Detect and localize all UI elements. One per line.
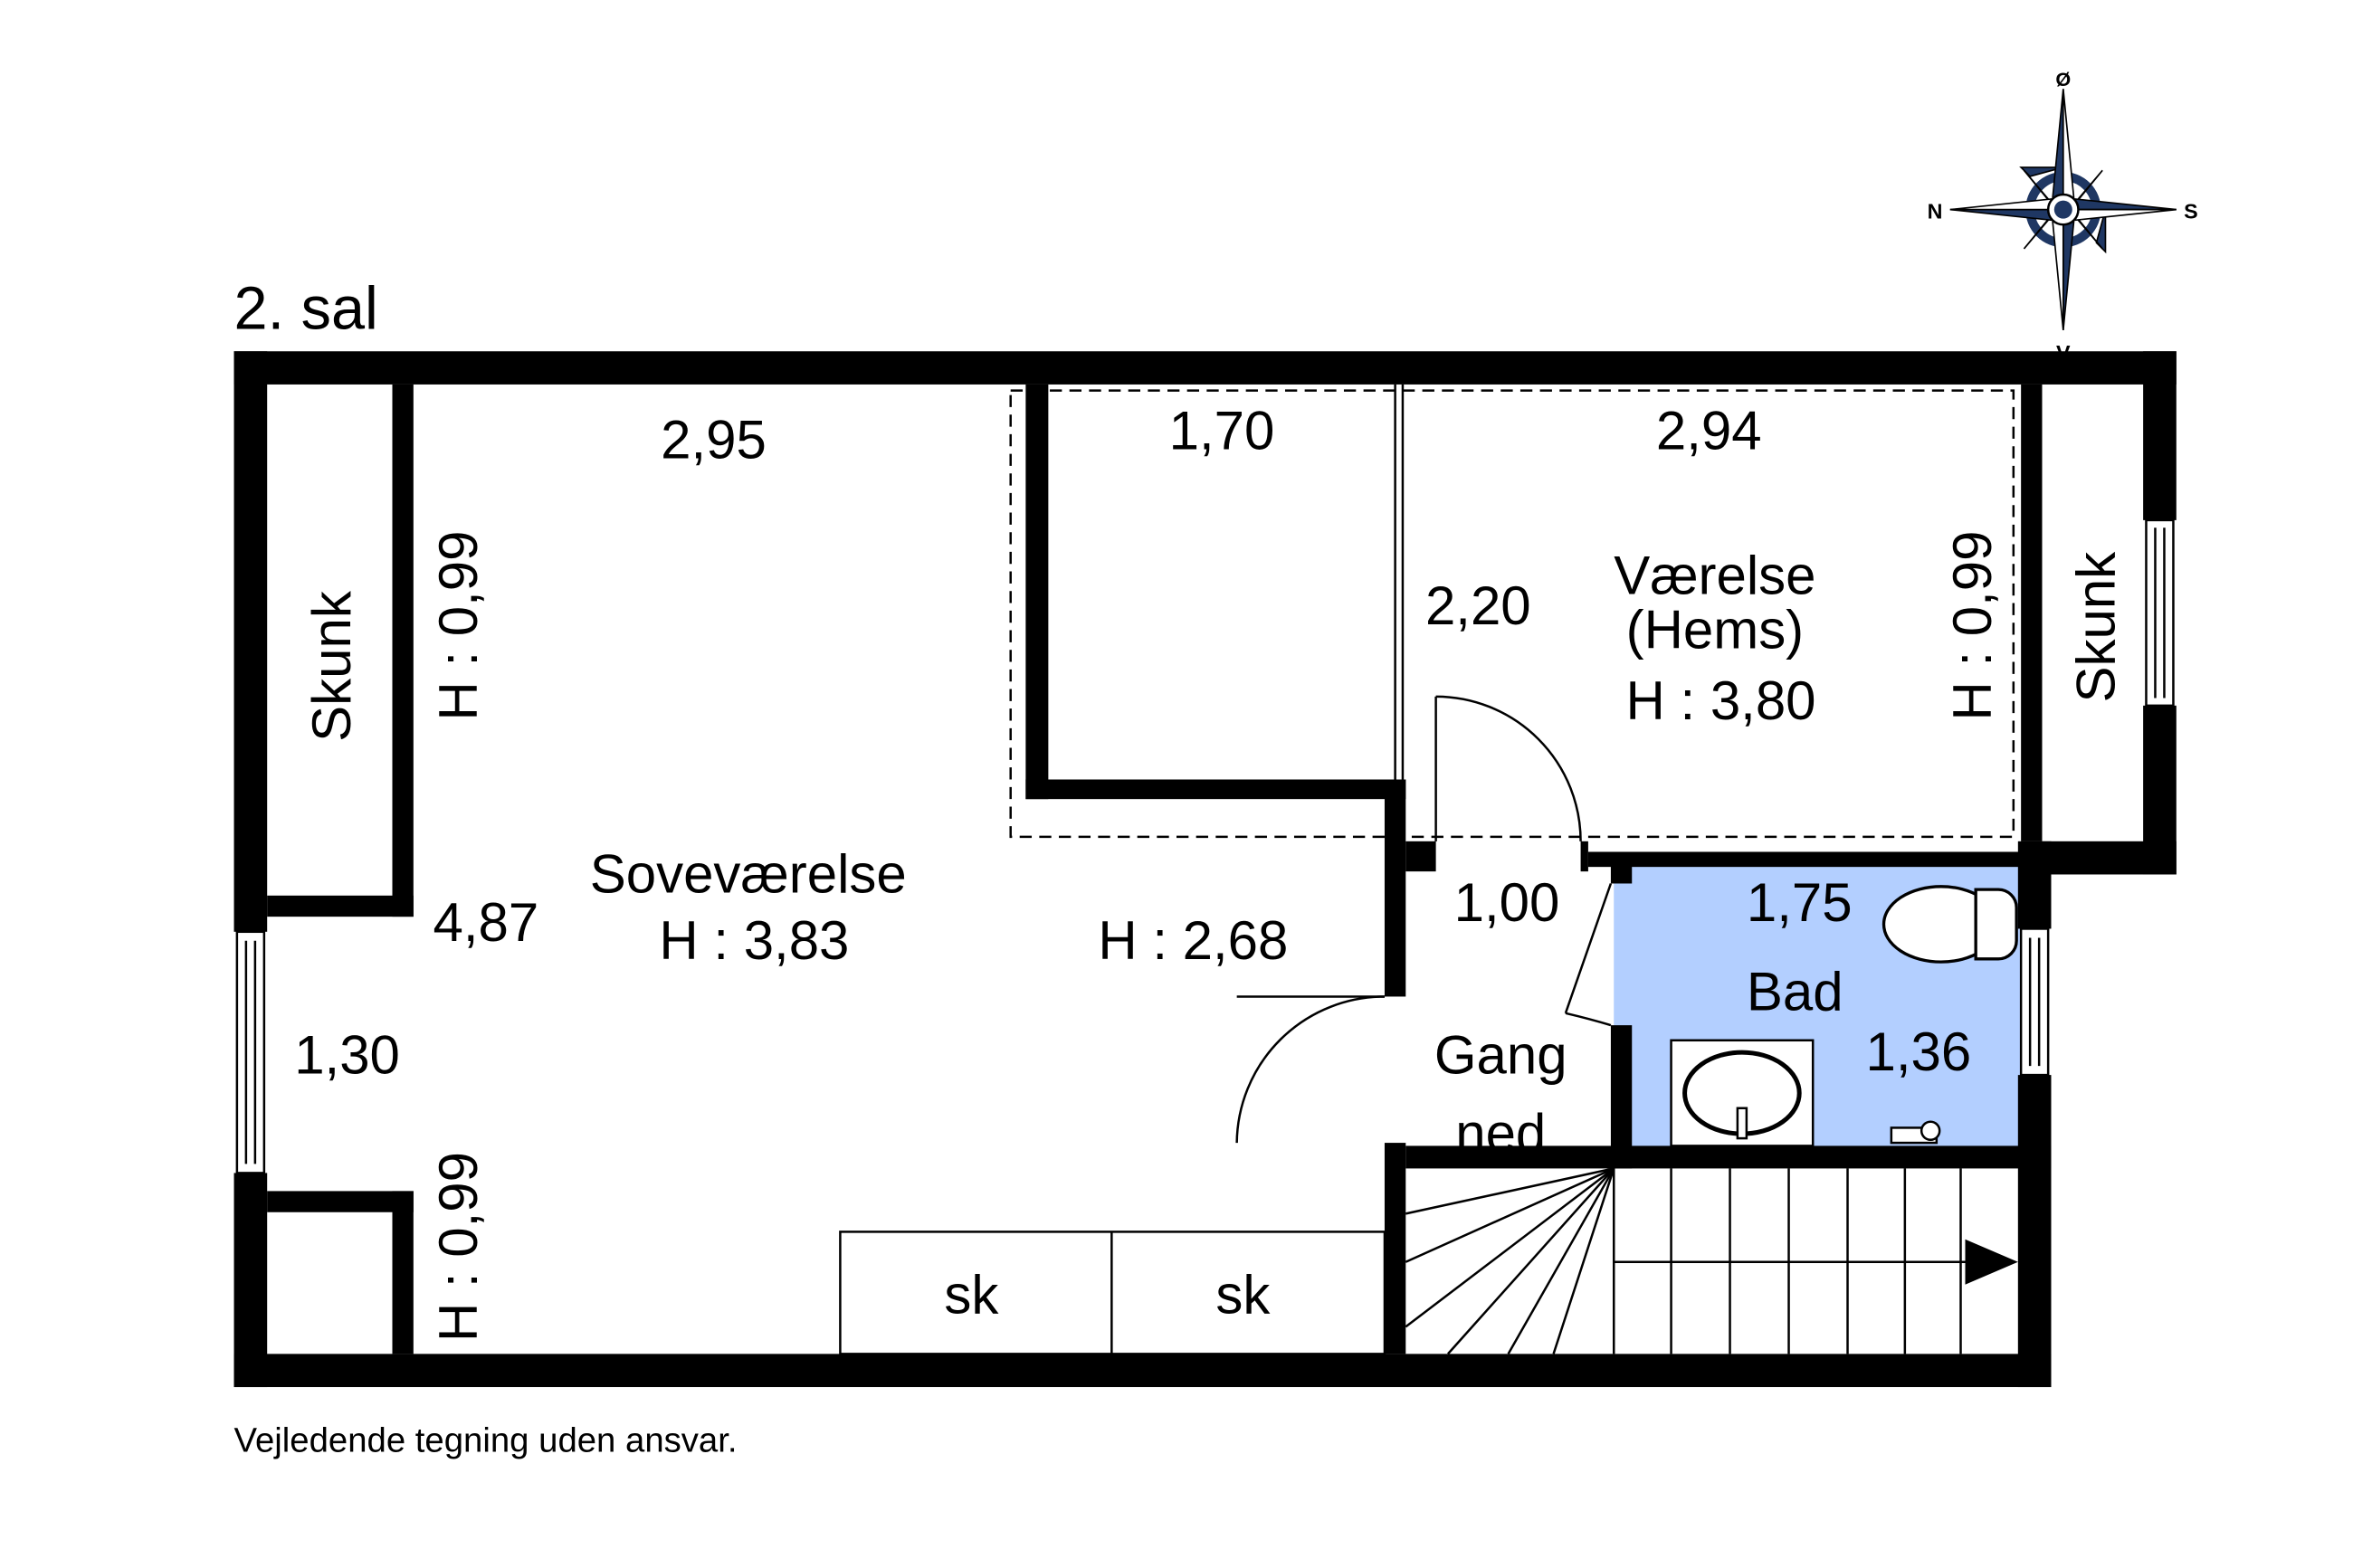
bedroom-sloped-height-bottom: H : 0,99 xyxy=(428,1152,489,1342)
bedroom-length: 4,87 xyxy=(433,892,538,953)
window-bath xyxy=(2019,927,2050,1077)
hems-height: H : 3,80 xyxy=(1626,670,1816,731)
hall-name-1: Gang xyxy=(1434,1024,1567,1085)
skunk-left-label: Skunk xyxy=(301,590,362,742)
bedroom-height: H : 3,83 xyxy=(659,910,849,971)
bath-depth: 1,36 xyxy=(1866,1022,1972,1082)
bedroom-name: Soveværelse xyxy=(590,843,907,904)
door-hems xyxy=(1434,695,1582,841)
closet-1-label: sk xyxy=(944,1264,999,1325)
hems-sub: (Hems) xyxy=(1626,600,1805,660)
hems-name: Værelse xyxy=(1614,546,1815,606)
bedroom-width: 2,95 xyxy=(661,410,767,470)
alcove-width: 1,30 xyxy=(294,1024,400,1085)
floor-title: 2. sal xyxy=(234,275,378,342)
sink-icon xyxy=(1670,1039,1815,1147)
hems-width: 2,94 xyxy=(1656,401,1762,461)
compass-south: S xyxy=(2184,200,2198,223)
bath-width: 1,75 xyxy=(1747,872,1853,933)
bedroom-sloped-height-top: H : 0,99 xyxy=(428,530,489,720)
bath-name: Bad xyxy=(1747,961,1843,1022)
hall-name-2: ned xyxy=(1455,1103,1546,1164)
bedroom-height-alt: H : 2,68 xyxy=(1098,910,1288,971)
hems-outline xyxy=(1009,389,2015,839)
compass-north: N xyxy=(1928,200,1943,223)
toilet-icon xyxy=(1881,885,2018,964)
closet-2-label: sk xyxy=(1215,1264,1271,1325)
hall-width: 1,00 xyxy=(1454,872,1560,933)
window-right xyxy=(2145,518,2175,708)
skunk-right-label: Skunk xyxy=(2065,551,2126,703)
faucet-icon xyxy=(1890,1120,1941,1145)
staircase xyxy=(1405,1167,2018,1355)
window-left xyxy=(235,930,266,1174)
disclaimer: Vejledende tegning uden ansvar. xyxy=(234,1421,738,1460)
compass-west: V xyxy=(2056,341,2071,365)
compass-rose-icon: Ø V N S xyxy=(1928,68,2198,365)
door-bath xyxy=(1564,883,1613,1027)
hems-sloped-height: H : 0,99 xyxy=(1942,530,2003,720)
compass-east: Ø xyxy=(2055,68,2071,90)
closet-width: 1,70 xyxy=(1169,401,1275,461)
walls xyxy=(233,351,2177,1388)
hems-depth: 2,20 xyxy=(1425,575,1531,636)
door-bedroom xyxy=(1235,995,1385,1144)
stair-arrow-icon xyxy=(1965,1239,2018,1285)
